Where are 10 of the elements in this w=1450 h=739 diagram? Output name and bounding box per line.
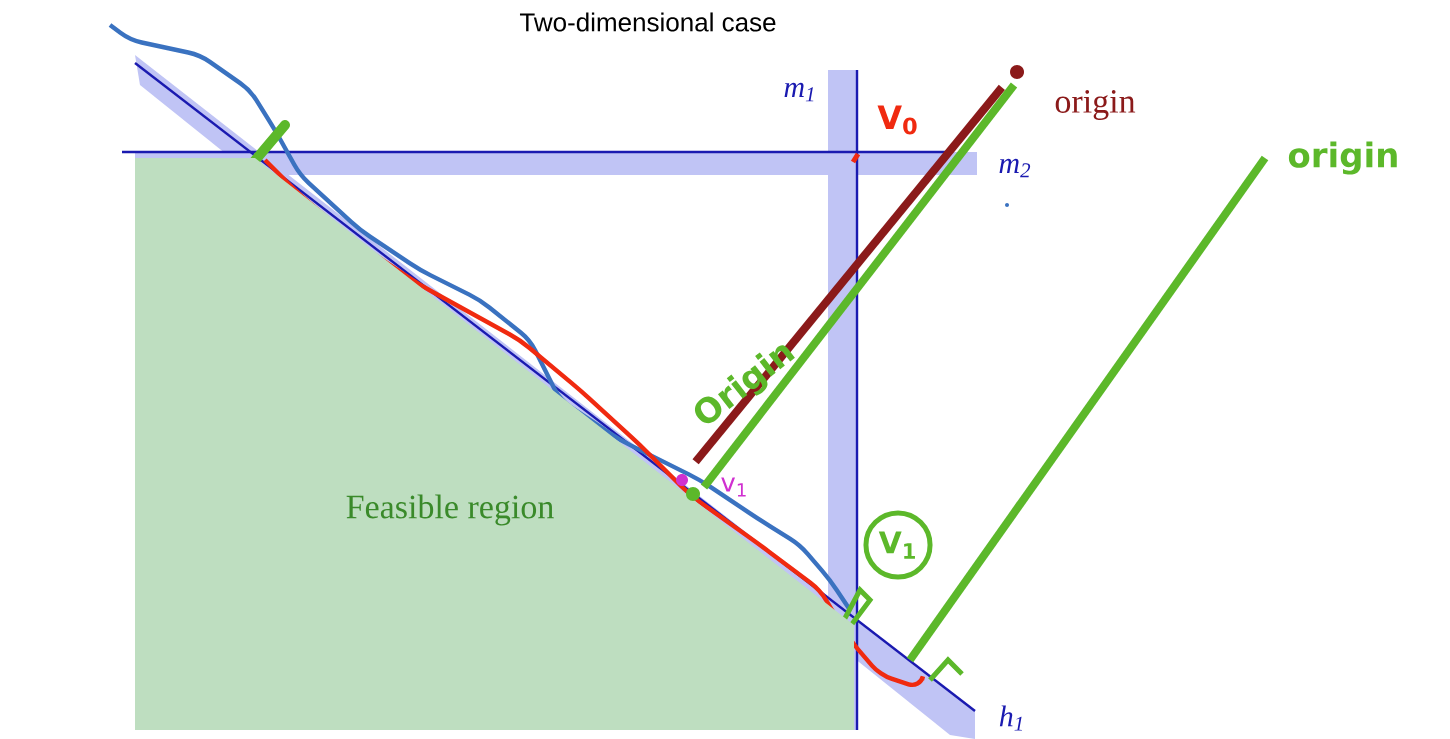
circled-label: V$_{1}$ <box>863 510 933 580</box>
origin-label: origin <box>1010 65 1136 120</box>
connector-line <box>906 155 1269 663</box>
vertex-label: v$_{1}$ <box>676 474 746 501</box>
vertex-label: V$_{0}$ <box>877 105 917 135</box>
constraint-label: m$_{2}$ <box>999 158 1031 178</box>
constraint-label: m$_{1}$ <box>784 82 814 102</box>
constraint-label: h$_{1}$ <box>999 705 1022 731</box>
handwritten-label: origin <box>1288 141 1397 175</box>
title: Two-dimensional case <box>520 12 776 32</box>
